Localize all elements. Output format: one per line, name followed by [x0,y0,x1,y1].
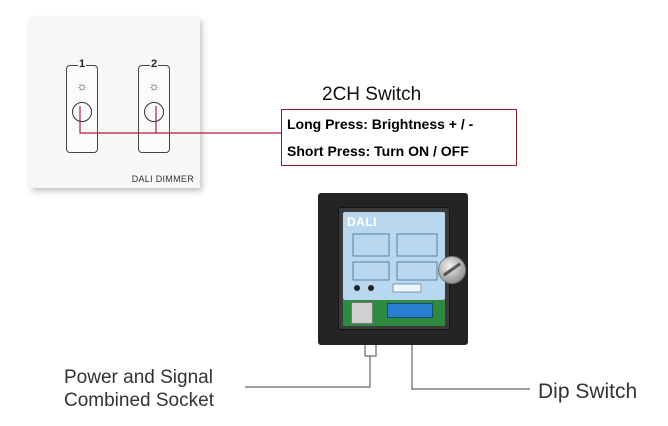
rear-module: DALI [338,207,450,330]
da-terminal-1-icon [354,285,360,291]
dip-switch[interactable] [387,303,433,318]
long-press-text: Long Press: Brightness + / - [287,116,474,132]
spec-label: DALI [343,212,445,300]
switch-title: 2CH Switch [322,84,422,105]
power-signal-socket[interactable] [351,302,373,324]
brightness-icon: ☼ [148,79,160,93]
circuit-board [343,300,445,326]
channel-2-number: 2 [149,58,159,70]
brightness-icon: ☼ [76,79,88,93]
da-terminal-2-icon [368,285,374,291]
power-socket-label: Power and Signal Combined Socket [64,366,214,412]
dali-logo: DALI [347,215,377,229]
power-label-line1: Power and Signal [64,367,213,388]
wiring-diagram [352,233,438,293]
press-instructions-box: Long Press: Brightness + / - Short Press… [281,109,517,166]
channel-1-number: 1 [77,58,87,70]
dimmer-front-panel: 1 ☼ 2 ☼ DALI DIMMER [30,18,200,188]
right-screw-icon [438,256,466,284]
power-callout-line [245,356,371,388]
power-label-line2: Combined Socket [64,390,214,411]
touch-circle-icon [72,102,92,122]
short-press-text: Short Press: Turn ON / OFF [287,143,469,159]
dip-switch-label: Dip Switch [538,380,638,403]
touch-circle-icon [144,102,164,122]
channel-1-key[interactable]: 1 ☼ [66,58,98,153]
model-label: DALI DIMMER [131,174,194,184]
key1-connector-line [79,106,281,134]
channel-2-key[interactable]: 2 ☼ [138,58,170,153]
